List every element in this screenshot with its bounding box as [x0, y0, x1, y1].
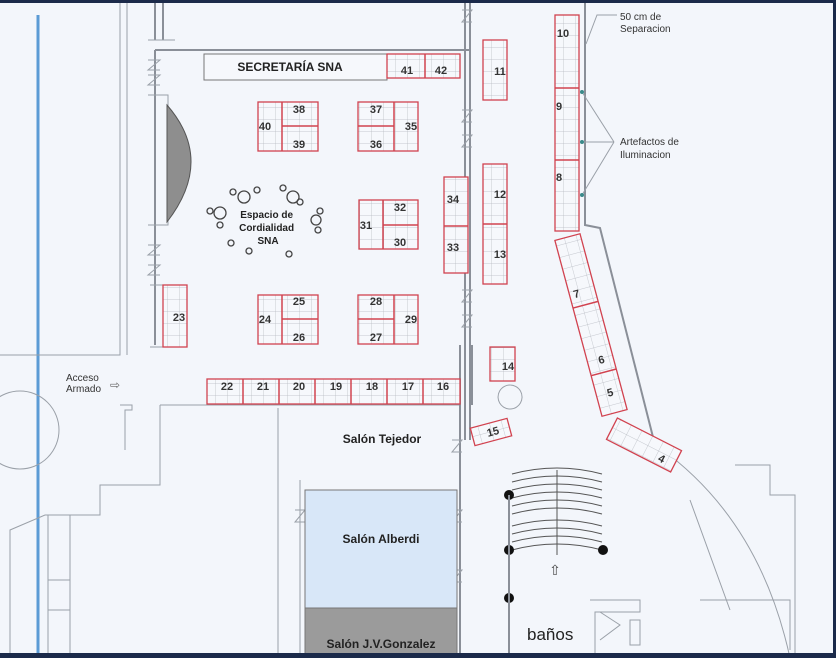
walls — [0, 3, 796, 658]
auditorium-seating — [511, 467, 603, 555]
salon-gonzalez-label: Salón J.V.Gonzalez — [327, 637, 436, 651]
svg-text:6: 6 — [597, 354, 606, 367]
svg-text:14: 14 — [502, 361, 515, 373]
svg-text:42: 42 — [435, 65, 447, 77]
booth-4[interactable]: 4 — [605, 417, 683, 473]
svg-text:11: 11 — [494, 66, 506, 78]
lounge-furniture-icon — [206, 184, 324, 258]
svg-text:19: 19 — [330, 381, 342, 393]
svg-text:31: 31 — [360, 220, 372, 232]
iluminacion-leader — [581, 91, 615, 196]
booth-5-7[interactable]: 7 6 5 — [554, 232, 628, 418]
banos-label: baños — [527, 625, 573, 644]
svg-text:16: 16 — [437, 381, 449, 393]
svg-text:36: 36 — [370, 139, 382, 151]
svg-text:22: 22 — [221, 381, 233, 393]
booth-41-42[interactable]: 41 42 — [386, 53, 461, 79]
svg-text:18: 18 — [366, 381, 378, 393]
svg-text:5: 5 — [606, 387, 615, 400]
svg-text:35: 35 — [405, 121, 417, 133]
svg-text:41: 41 — [401, 65, 413, 77]
booth-block-38-40[interactable]: 40 38 39 — [257, 101, 319, 152]
svg-text:29: 29 — [405, 314, 417, 326]
svg-text:21: 21 — [257, 381, 269, 393]
up-arrow-icon: ⇧ — [549, 562, 561, 578]
booth-23[interactable]: 23 — [162, 284, 188, 348]
svg-text:26: 26 — [293, 332, 305, 344]
salon-tejedor-label: Salón Tejedor — [343, 432, 422, 446]
frame-top — [0, 0, 836, 3]
svg-text:32: 32 — [394, 202, 406, 214]
secretaria-label: SECRETARÍA SNA — [237, 59, 343, 74]
cordialidad-label: Espacio de Cordialidad SNA — [239, 210, 297, 247]
svg-text:23: 23 — [173, 312, 185, 324]
booth-12-13[interactable]: 12 13 — [482, 163, 508, 285]
light-fixture-icons — [580, 90, 584, 197]
booth-14[interactable]: 14 — [489, 346, 516, 382]
svg-text:12: 12 — [494, 189, 506, 201]
svg-text:34: 34 — [447, 194, 460, 206]
booth-8-10[interactable]: 10 9 8 — [554, 14, 580, 232]
booth-row-16-22[interactable]: 22 21 20 19 18 17 16 — [206, 378, 461, 405]
svg-text:38: 38 — [293, 104, 305, 116]
frame-bottom — [0, 653, 836, 658]
booths: 41 42 40 38 39 37 36 35 31 32 30 34 33 24 25 26 28… — [162, 14, 683, 473]
salon-alberdi-label: Salón Alberdi — [343, 532, 420, 546]
booth-block-24-26[interactable]: 24 25 26 — [257, 294, 319, 345]
svg-text:33: 33 — [447, 242, 459, 254]
booth-block-27-29[interactable]: 28 27 29 — [357, 294, 419, 345]
svg-text:30: 30 — [394, 237, 406, 249]
svg-text:9: 9 — [556, 101, 562, 113]
svg-text:20: 20 — [293, 381, 305, 393]
svg-text:17: 17 — [402, 381, 414, 393]
svg-text:8: 8 — [556, 172, 562, 184]
svg-text:40: 40 — [259, 121, 271, 133]
svg-text:25: 25 — [293, 296, 305, 308]
booth-block-30-32[interactable]: 31 32 30 — [358, 199, 419, 250]
booth-block-35-37[interactable]: 37 36 35 — [357, 101, 419, 152]
svg-text:27: 27 — [370, 332, 382, 344]
svg-text:10: 10 — [557, 28, 569, 40]
separacion-leader — [585, 14, 617, 45]
salon-gonzalez — [304, 607, 458, 658]
arrow-right-icon: ⇨ — [110, 378, 120, 392]
svg-text:28: 28 — [370, 296, 382, 308]
svg-text:7: 7 — [572, 288, 581, 301]
booth-11[interactable]: 11 — [482, 39, 508, 101]
svg-text:37: 37 — [370, 104, 382, 116]
svg-text:24: 24 — [259, 314, 272, 326]
svg-text:39: 39 — [293, 139, 305, 151]
svg-text:4: 4 — [656, 453, 668, 467]
salon-alberdi — [304, 489, 458, 609]
stage — [166, 103, 192, 224]
svg-text:15: 15 — [486, 425, 501, 440]
restroom-fixtures — [590, 599, 641, 658]
frame-right — [833, 0, 836, 658]
svg-text:13: 13 — [494, 249, 506, 261]
booth-15[interactable]: 15 — [469, 417, 513, 447]
booth-33-34[interactable]: 34 33 — [443, 176, 469, 274]
